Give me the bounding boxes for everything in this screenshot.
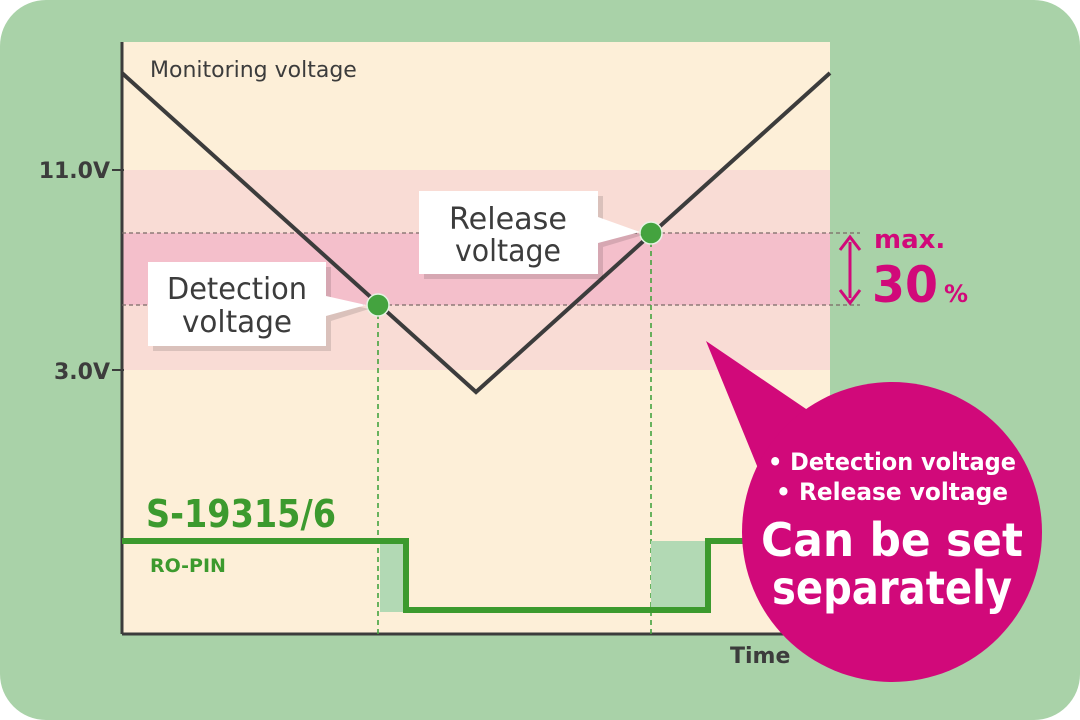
detection-label-line1: Detection (167, 272, 307, 307)
release-label-line1: Release (449, 202, 567, 237)
release-delay-area (651, 541, 707, 612)
bubble-bullet-detection: • Detection voltage (768, 448, 1016, 476)
y-label-lower: 3.0V (54, 360, 110, 385)
detection-voltage-callout: Detection voltage (148, 262, 369, 351)
device-name: S-19315/6 (146, 492, 336, 536)
x-axis-label: Time (730, 644, 790, 669)
hysteresis-value: 30 (872, 256, 938, 314)
monitoring-voltage-curve (120, 71, 832, 395)
diagram-title: Monitoring voltage (150, 58, 357, 83)
bubble-headline-line2: separately (772, 561, 1012, 615)
hysteresis-unit: % (944, 280, 968, 308)
bubble-headline-line1: Can be set (761, 513, 1023, 567)
hysteresis-indicator: max. 30 % (838, 225, 968, 314)
detection-label-line2: voltage (182, 305, 292, 340)
release-label-line2: voltage (455, 234, 561, 269)
summary-speech-bubble: • Detection voltage • Release voltage Ca… (706, 341, 1042, 682)
release-voltage-callout: Release voltage (419, 191, 643, 279)
hysteresis-prefix: max. (874, 225, 945, 255)
detection-point-marker (366, 293, 390, 317)
detection-delay-area (380, 541, 406, 612)
ro-pin-label: RO-PIN (150, 555, 226, 577)
bubble-bullet-release: • Release voltage (776, 478, 1008, 506)
ro-pin-waveform (122, 538, 745, 613)
release-point-marker (639, 221, 663, 245)
y-label-upper: 11.0V (39, 159, 110, 184)
